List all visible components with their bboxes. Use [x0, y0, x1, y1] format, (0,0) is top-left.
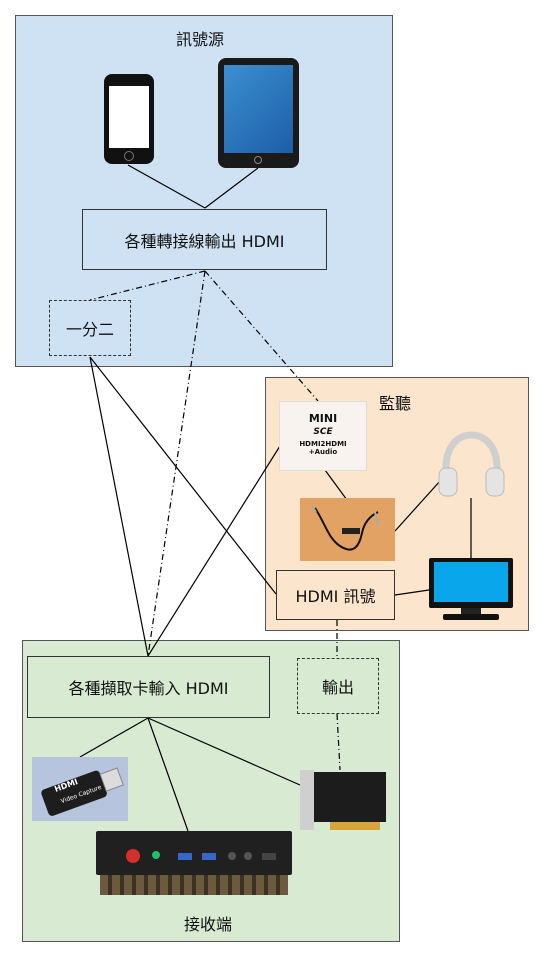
- pcie-capture-card-icon: [300, 770, 388, 832]
- capture-box-icon: [96, 831, 292, 897]
- mini-model: SCE: [313, 427, 333, 437]
- mini-line1: HDMI2HDMI: [299, 440, 347, 448]
- capture-input-box: 各種擷取卡輸入 HDMI: [27, 656, 270, 718]
- hdmi-signal-box: HDMI 訊號: [276, 570, 395, 620]
- smartphone-icon: [104, 74, 154, 164]
- mini-hdmi-audio-box: MINI SCE HDMI2HDMI +Audio: [279, 401, 367, 471]
- splitter-box: 一分二: [49, 300, 131, 356]
- tablet-icon: [218, 58, 299, 168]
- adapter-output-box: 各種轉接線輸出 HDMI: [82, 209, 327, 270]
- adapter-output-label: 各種轉接線輸出 HDMI: [124, 231, 285, 251]
- headphones-icon: [434, 430, 509, 500]
- mini-brand: MINI: [308, 412, 338, 425]
- mini-line2: +Audio: [308, 448, 338, 456]
- capture-input-label: 各種擷取卡輸入 HDMI: [68, 679, 229, 698]
- monitor-panel-title: 監聽: [379, 394, 412, 413]
- monitor-icon: [429, 558, 513, 622]
- audio-cable-icon: [300, 498, 395, 561]
- output-label: 輸出: [321, 678, 354, 697]
- source-panel-title: 訊號源: [176, 30, 225, 49]
- output-box: 輸出: [297, 658, 379, 714]
- receiver-panel-title: 接收端: [184, 915, 233, 934]
- hdmi-signal-label: HDMI 訊號: [295, 587, 376, 606]
- splitter-label: 一分二: [65, 320, 114, 339]
- usb-capture-icon: HDMI Video Capture: [32, 757, 128, 821]
